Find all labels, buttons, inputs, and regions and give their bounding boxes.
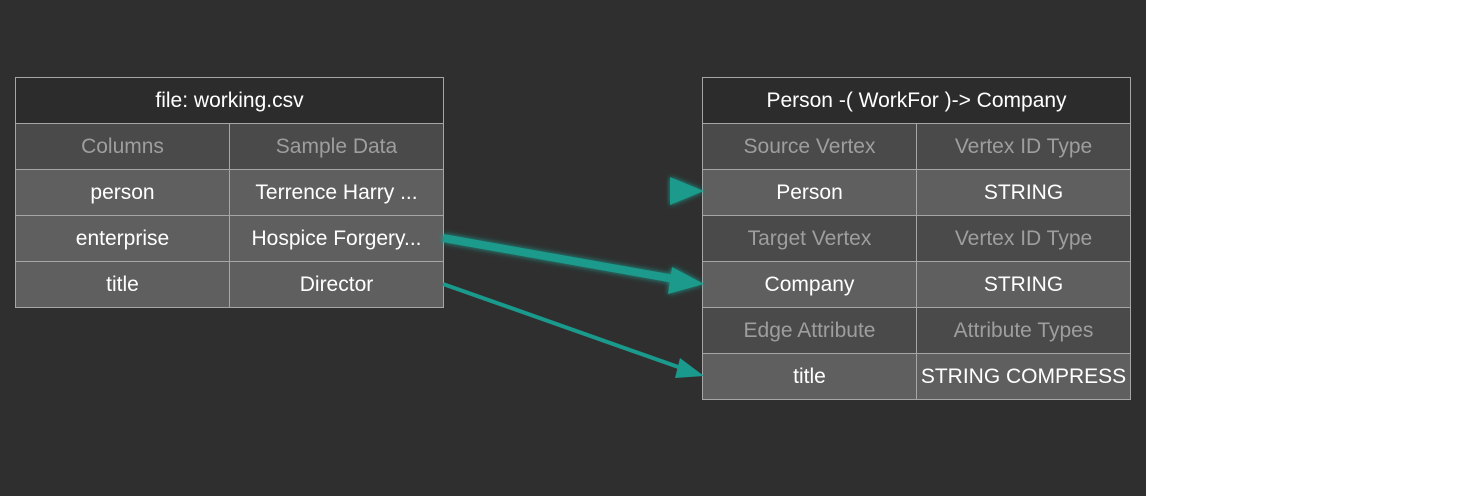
- table-title-row: Person -( WorkFor )-> Company: [701, 77, 1132, 124]
- table-header-row: Target Vertex Vertex ID Type: [702, 215, 1132, 262]
- table-row: title STRING COMPRESS: [702, 353, 1132, 400]
- edge-mapping-title: Person -( WorkFor )-> Company: [701, 77, 1132, 124]
- sample-data-header: Sample Data: [229, 123, 444, 170]
- column-name-cell[interactable]: title: [15, 261, 230, 308]
- target-vertex-cell[interactable]: Company: [702, 261, 917, 308]
- table-row: title Director: [15, 261, 444, 308]
- table-header-row: Edge Attribute Attribute Types: [702, 307, 1132, 354]
- table-row: Company STRING: [702, 261, 1132, 308]
- arrow-enterprise-to-target-vertex: [442, 234, 704, 294]
- attribute-type-cell: STRING COMPRESS: [915, 353, 1132, 400]
- edge-attribute-cell[interactable]: title: [702, 353, 917, 400]
- table-row: enterprise Hospice Forgery...: [15, 215, 444, 262]
- columns-header: Columns: [15, 123, 230, 170]
- sample-data-cell: Hospice Forgery...: [229, 215, 444, 262]
- source-vertex-cell[interactable]: Person: [702, 169, 917, 216]
- target-id-type-cell: STRING: [915, 261, 1132, 308]
- table-row: person Terrence Harry ...: [15, 169, 444, 216]
- vertex-id-type-header: Vertex ID Type: [915, 215, 1132, 262]
- arrow-title-to-edge-attribute: [442, 282, 704, 378]
- column-name-cell[interactable]: enterprise: [15, 215, 230, 262]
- vertex-id-type-header: Vertex ID Type: [915, 123, 1132, 170]
- source-file-table: file: working.csv Columns Sample Data pe…: [15, 77, 444, 308]
- target-vertex-header: Target Vertex: [702, 215, 917, 262]
- table-title-row: file: working.csv: [15, 77, 444, 124]
- table-header-row: Source Vertex Vertex ID Type: [702, 123, 1132, 170]
- table-header-row: Columns Sample Data: [15, 123, 444, 170]
- source-id-type-cell: STRING: [915, 169, 1132, 216]
- source-file-title: file: working.csv: [15, 77, 444, 124]
- table-row: Person STRING: [702, 169, 1132, 216]
- edge-mapping-table: Person -( WorkFor )-> Company Source Ver…: [701, 77, 1132, 400]
- source-vertex-header: Source Vertex: [702, 123, 917, 170]
- edge-attribute-header: Edge Attribute: [702, 307, 917, 354]
- sample-data-cell: Director: [229, 261, 444, 308]
- column-name-cell[interactable]: person: [15, 169, 230, 216]
- diagram-canvas: file: working.csv Columns Sample Data pe…: [0, 0, 1146, 496]
- sample-data-cell: Terrence Harry ...: [229, 169, 444, 216]
- attribute-types-header: Attribute Types: [915, 307, 1132, 354]
- arrow-person-to-source-vertex: [443, 177, 704, 205]
